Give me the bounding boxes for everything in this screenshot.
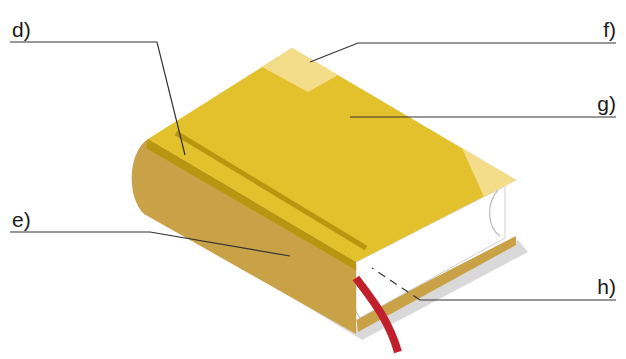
cover-edge [146, 139, 356, 270]
callout-label: f) [603, 19, 616, 40]
leader-line [10, 232, 290, 256]
callout-label: e) [12, 209, 31, 230]
callout-label: g) [597, 93, 616, 114]
leader-line [310, 43, 616, 62]
bookmark-ribbon [356, 278, 398, 352]
front-cover [148, 48, 516, 262]
callout-label: h) [597, 276, 616, 297]
leader-line [420, 299, 616, 300]
leader-line [372, 268, 420, 300]
leader-line [350, 116, 616, 117]
spine-groove [176, 133, 366, 248]
page-curve [490, 190, 500, 236]
cover-corner [462, 148, 516, 197]
leader-line [10, 42, 185, 155]
cover-corner [262, 48, 338, 92]
callout-label: d) [12, 19, 31, 40]
